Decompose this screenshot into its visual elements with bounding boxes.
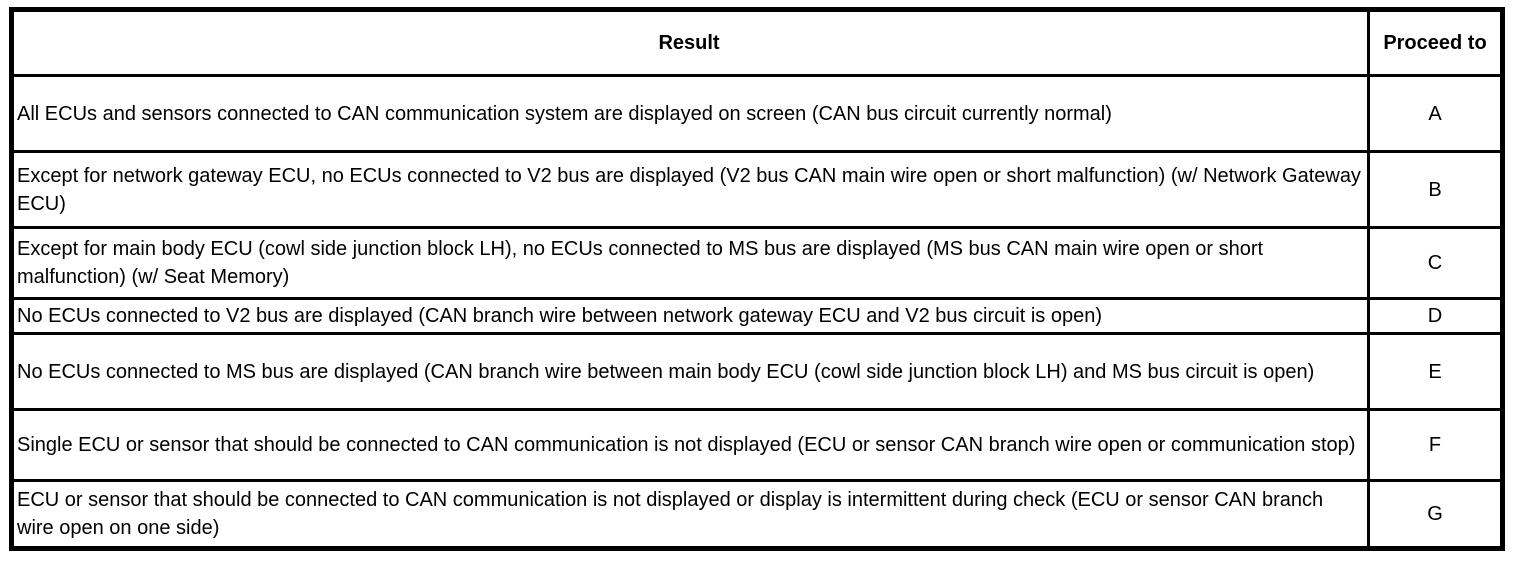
table-row: ECU or sensor that should be connected t… [10, 479, 1504, 550]
result-cell: ECU or sensor that should be connected t… [10, 479, 1370, 550]
table-body: All ECUs and sensors connected to CAN co… [10, 74, 1504, 550]
result-cell: No ECUs connected to MS bus are displaye… [10, 332, 1370, 411]
table-header: Result Proceed to [10, 8, 1504, 77]
result-cell: All ECUs and sensors connected to CAN co… [10, 74, 1370, 153]
table-row: All ECUs and sensors connected to CAN co… [10, 74, 1504, 153]
proceed-to-cell: C [1367, 226, 1504, 300]
proceed-to-cell: E [1367, 332, 1504, 411]
table-row: No ECUs connected to V2 bus are displaye… [10, 297, 1504, 335]
header-row: Result Proceed to [10, 8, 1504, 77]
proceed-to-cell: D [1367, 297, 1504, 335]
table-row: No ECUs connected to MS bus are displaye… [10, 332, 1504, 411]
proceed-to-cell: F [1367, 408, 1504, 482]
table-row: Single ECU or sensor that should be conn… [10, 408, 1504, 482]
result-cell: Single ECU or sensor that should be conn… [10, 408, 1370, 482]
table-row: Except for network gateway ECU, no ECUs … [10, 150, 1504, 229]
proceed-to-cell: G [1367, 479, 1504, 550]
proceed-to-cell: B [1367, 150, 1504, 229]
result-cell: Except for network gateway ECU, no ECUs … [10, 150, 1370, 229]
table-row: Except for main body ECU (cowl side junc… [10, 226, 1504, 300]
proceed-to-column-header: Proceed to [1367, 8, 1504, 77]
result-cell: Except for main body ECU (cowl side junc… [10, 226, 1370, 300]
diagnostic-result-table: Result Proceed to All ECUs and sensors c… [9, 7, 1505, 551]
proceed-to-cell: A [1367, 74, 1504, 153]
result-column-header: Result [10, 8, 1370, 77]
result-cell: No ECUs connected to V2 bus are displaye… [10, 297, 1370, 335]
